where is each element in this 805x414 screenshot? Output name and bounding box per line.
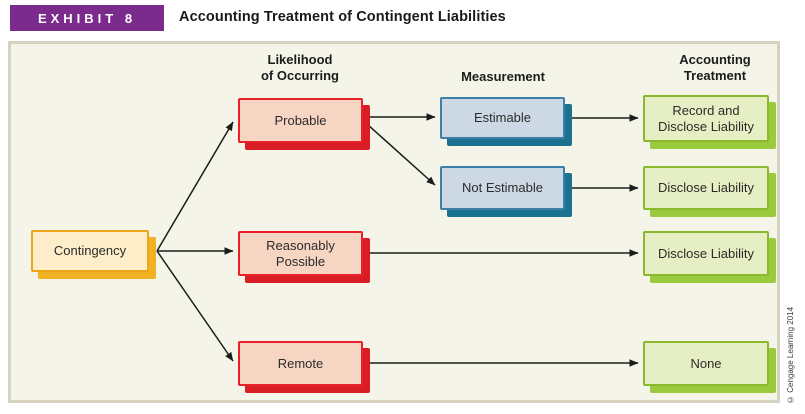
arrow-contingency-remote [156, 250, 234, 362]
column-header-measurement: Measurement [461, 69, 545, 84]
exhibit-badge: EXHIBIT 8 [10, 5, 164, 31]
node-disclose-liability-1: Disclose Liability [643, 166, 769, 210]
arrow-contingency-probable [156, 121, 234, 252]
node-probable: Probable [238, 98, 363, 143]
node-disclose-liability-2: Disclose Liability [643, 231, 769, 276]
column-header-accounting: Accounting Treatment [679, 52, 751, 83]
diagram-panel: Likelihood of Occurring Measurement Acco… [8, 41, 780, 403]
node-none: None [643, 341, 769, 386]
arrow-probable-notestimable [366, 123, 436, 186]
column-header-likelihood: Likelihood of Occurring [260, 52, 339, 83]
node-remote: Remote [238, 341, 363, 386]
node-record-and-disclose: Record and Disclose Liability [643, 95, 769, 142]
node-estimable: Estimable [440, 97, 565, 139]
copyright-credit: © Cengage Learning 2014 [786, 306, 795, 404]
node-contingency: Contingency [31, 230, 149, 272]
node-reasonably-possible: Reasonably Possible [238, 231, 363, 276]
node-not-estimable: Not Estimable [440, 166, 565, 210]
page-title: Accounting Treatment of Contingent Liabi… [179, 9, 506, 25]
